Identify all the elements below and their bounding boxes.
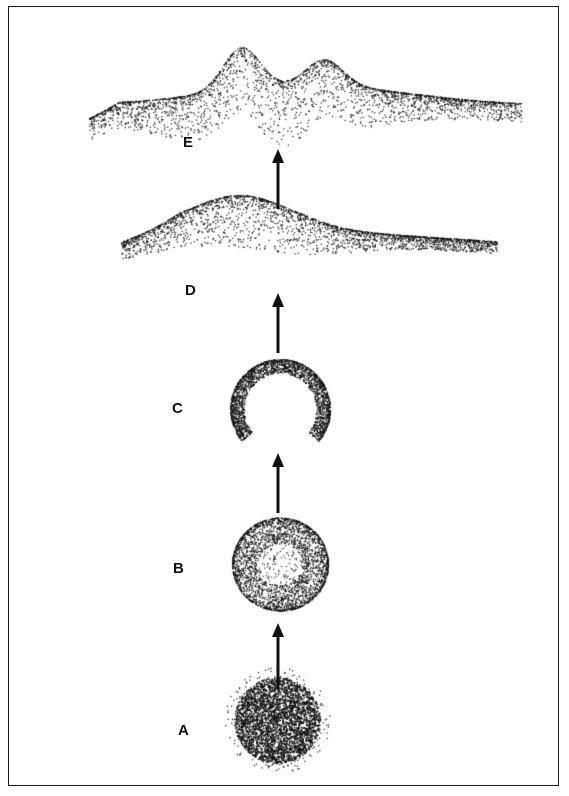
arrow-d-to-e xyxy=(272,149,284,209)
figure-frame: E D C B A xyxy=(8,6,560,787)
arrow-a-to-b xyxy=(272,623,284,689)
stage-label-d: D xyxy=(185,282,196,299)
stage-label-a: A xyxy=(178,722,189,739)
arrow-c-to-d xyxy=(272,293,284,353)
stage-label-e: E xyxy=(183,134,194,151)
stage-label-b: B xyxy=(173,560,184,577)
stage-label-c: C xyxy=(172,400,183,417)
arrow-b-to-c xyxy=(272,453,284,513)
stippled-stages-drawing xyxy=(9,7,560,787)
